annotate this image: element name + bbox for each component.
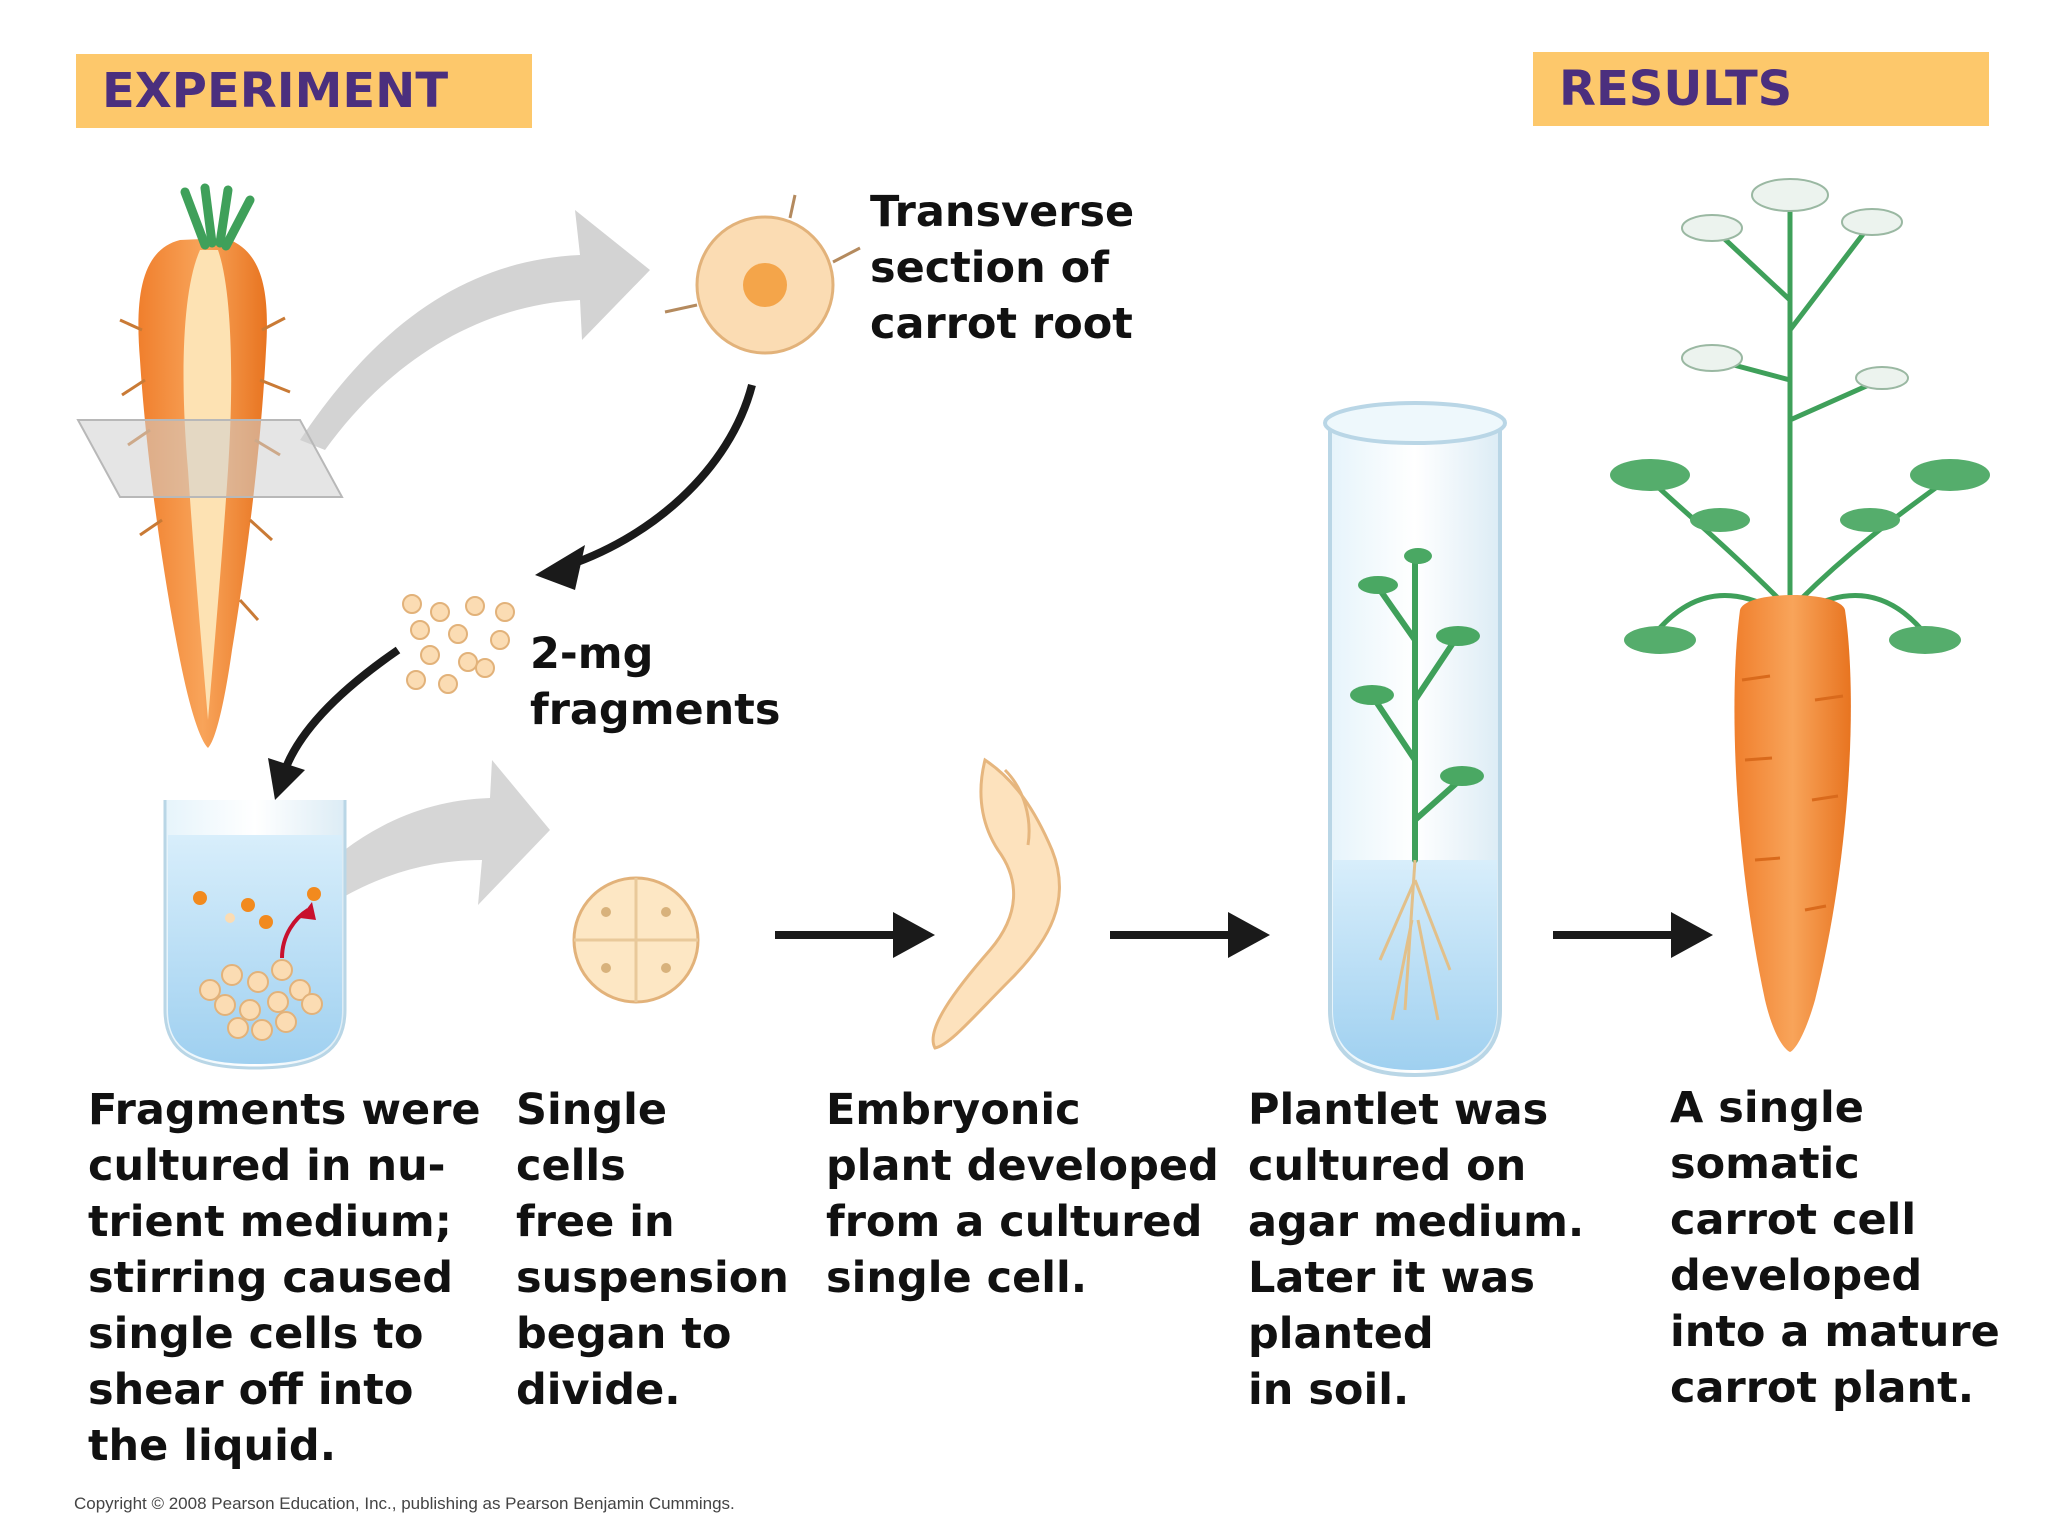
fragments-label: 2-mg fragments — [530, 629, 781, 735]
flow-arrow-bottom — [310, 760, 550, 905]
arrow-section-to-fragments — [535, 383, 756, 590]
results-header: RESULTS — [1533, 52, 1989, 126]
embryonic-plant-icon — [931, 757, 1061, 1050]
flow-arrow-top — [300, 210, 650, 450]
agar-test-tube-icon — [1323, 401, 1507, 1078]
arrow-embryo-to-plantlet — [1110, 912, 1270, 958]
caption-single-cells: Single cells free in suspension began to… — [516, 1085, 789, 1415]
arrow-fragments-to-flask — [268, 646, 401, 800]
fragment-cluster-icon — [402, 594, 515, 694]
carrot-root-icon — [76, 183, 344, 748]
root-cross-section-icon — [664, 194, 861, 355]
experiment-header: EXPERIMENT — [76, 54, 532, 128]
caption-plantlet: Plantlet was cultured on agar medium. La… — [1248, 1085, 1585, 1415]
arrow-cells-to-embryo — [775, 912, 935, 958]
copyright-notice: Copyright © 2008 Pearson Education, Inc.… — [74, 1494, 735, 1513]
dividing-cell-icon — [572, 876, 700, 1004]
arrow-plantlet-to-mature — [1553, 912, 1713, 958]
caption-embryonic-plant: Embryonic plant developed from a culture… — [826, 1085, 1219, 1303]
caption-mature-plant: A single somatic carrot cell developed i… — [1670, 1083, 2000, 1413]
transverse-section-label: Transverse section of carrot root — [870, 187, 1135, 349]
mature-carrot-plant-icon — [1610, 178, 1990, 1052]
caption-culture-medium: Fragments were cultured in nu- trient me… — [88, 1085, 481, 1471]
culture-flask-icon — [163, 800, 347, 1070]
